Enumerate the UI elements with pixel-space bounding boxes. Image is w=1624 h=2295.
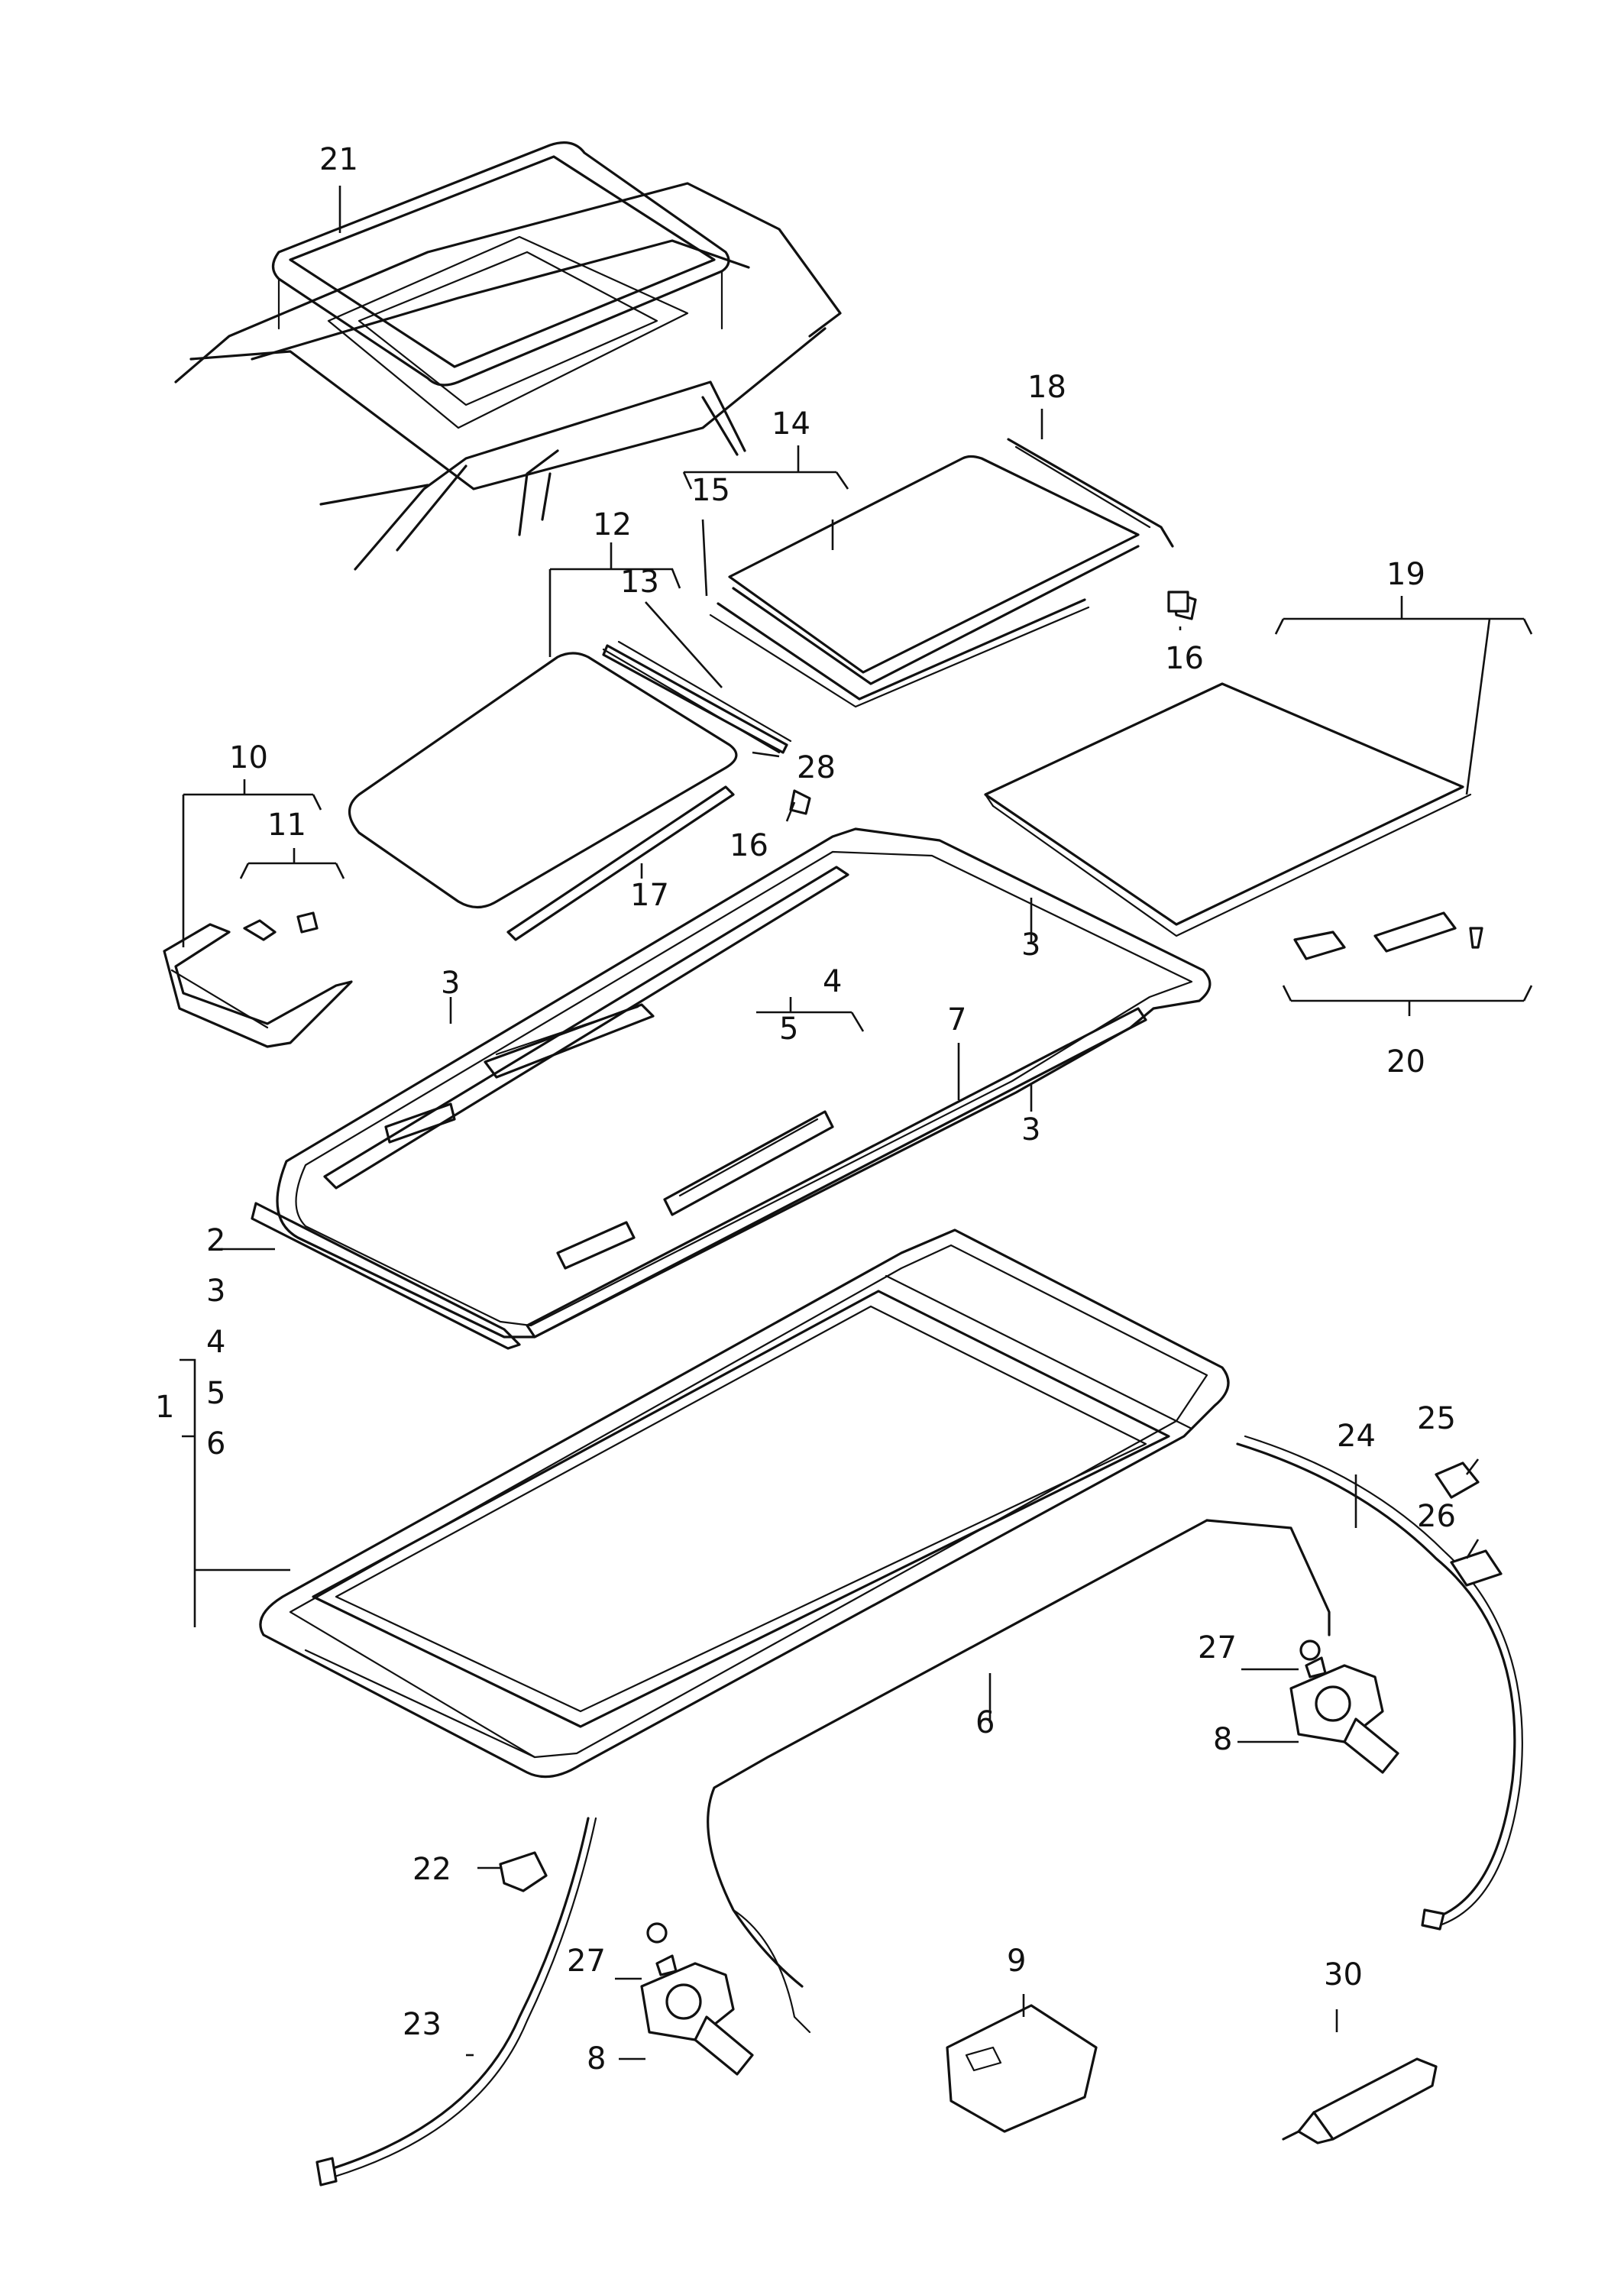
screw-27a <box>1299 1640 1321 1661</box>
sunroof-control-unit <box>946 2004 1098 2133</box>
callout-23: 23 <box>403 2007 442 2042</box>
sunroof-motor-front <box>640 1954 754 2076</box>
callout-labels: 21 18 14 15 12 13 16 19 28 10 11 16 17 3… <box>155 142 1456 2077</box>
callout-26: 26 <box>1417 1499 1456 1534</box>
callout-18: 18 <box>1027 370 1066 405</box>
callout-25: 25 <box>1417 1401 1456 1436</box>
callout-14: 14 <box>772 406 810 442</box>
callout-20: 20 <box>1386 1044 1425 1080</box>
bracket-26 <box>1450 1549 1503 1587</box>
callout-21: 21 <box>319 142 358 177</box>
callout-3-list: 3 <box>206 1274 225 1309</box>
roof-frame-seal <box>271 141 730 429</box>
guide-rails-and-mechanisms <box>384 1003 834 1270</box>
callout-7: 7 <box>947 1002 966 1037</box>
callout-9: 9 <box>1007 1944 1026 1979</box>
callout-3-bottom-right: 3 <box>1021 1112 1040 1148</box>
callout-5: 5 <box>779 1012 798 1047</box>
callout-13: 13 <box>620 565 659 600</box>
sunroof-seal-frame <box>251 827 1212 1350</box>
wind-deflector <box>163 911 353 1048</box>
callout-19: 19 <box>1386 557 1425 592</box>
sealant-tube <box>1282 2057 1438 2144</box>
nut-22 <box>499 1851 548 1892</box>
callout-30: 30 <box>1324 1957 1363 1992</box>
callout-16b: 16 <box>730 828 768 863</box>
glass-panel-rear <box>709 438 1197 708</box>
callout-8-rear: 8 <box>1213 1722 1232 1757</box>
callout-3-top-right: 3 <box>1021 927 1040 963</box>
callout-17: 17 <box>630 878 669 913</box>
callout-11: 11 <box>267 808 306 843</box>
drain-hose-front-left <box>315 1817 597 2187</box>
callout-1: 1 <box>155 1390 174 1425</box>
callout-10: 10 <box>229 740 268 775</box>
callout-28: 28 <box>797 750 836 785</box>
bolt-16a <box>1167 591 1189 613</box>
screw-27b <box>646 1922 668 1944</box>
drain-hose-front-right <box>1236 1435 1523 1931</box>
callout-3-left: 3 <box>441 966 460 1001</box>
callout-27-rear: 27 <box>1198 1630 1237 1665</box>
callout-22: 22 <box>412 1852 451 1887</box>
sunroof-frame <box>259 1228 1230 1779</box>
callout-16a: 16 <box>1165 641 1204 676</box>
callout-4: 4 <box>823 964 842 999</box>
callout-4-list: 4 <box>206 1325 225 1360</box>
glass-panel-front <box>348 640 811 941</box>
callout-24: 24 <box>1337 1419 1376 1454</box>
callout-27-front: 27 <box>567 1944 606 1979</box>
callout-6-cable: 6 <box>975 1705 995 1740</box>
callout-8-front: 8 <box>587 2041 606 2077</box>
callout-6-list: 6 <box>206 1426 225 1461</box>
callout-15: 15 <box>691 473 730 508</box>
leader-lines <box>180 186 1533 2060</box>
callout-5-list: 5 <box>206 1376 225 1411</box>
wiring-harness <box>707 1519 1331 2034</box>
callout-2: 2 <box>206 1223 225 1258</box>
sun-blind <box>984 682 1483 960</box>
sunroof-motor-rear <box>1289 1656 1399 1774</box>
callout-12: 12 <box>593 507 632 542</box>
